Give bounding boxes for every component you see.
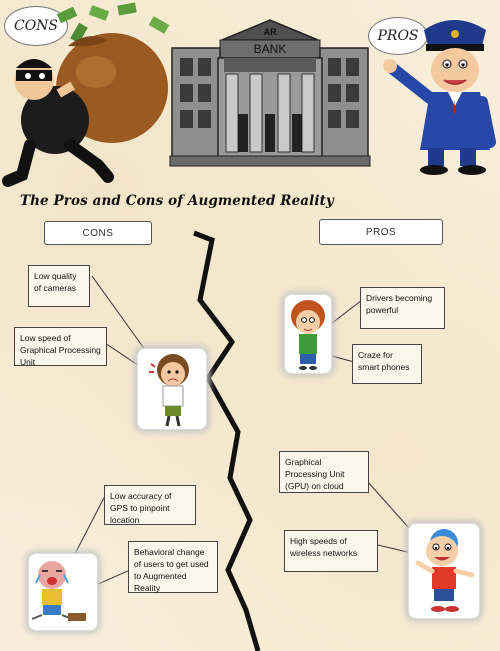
cons-header-label: CONS xyxy=(82,227,114,239)
bank-sign: BANK xyxy=(253,42,287,56)
redhead-kid-illustration xyxy=(291,300,325,370)
pros-note-wireless: High speeds of wireless networks xyxy=(284,530,378,572)
happy-kid-illustration xyxy=(415,529,475,612)
cons-note-behavior: Behavioral change of users to get used t… xyxy=(128,541,218,593)
pros-speech-bubble: PROS xyxy=(368,17,428,55)
pros-note-smartphones: Craze for smart phones xyxy=(352,344,422,384)
bank-building-illustration xyxy=(169,19,371,167)
cons-header: CONS xyxy=(44,221,152,245)
cons-speech-label: CONS xyxy=(13,18,59,34)
bank-top-label: AR xyxy=(263,27,277,37)
sad-kid-illustration xyxy=(149,354,189,427)
cons-speech-bubble: CONS xyxy=(4,6,68,46)
happy-kid-photo xyxy=(408,523,480,619)
crying-kid-photo xyxy=(28,553,98,631)
pros-note-gpu-cloud: Graphical Processing Unit (GPU) on cloud xyxy=(279,451,369,493)
cons-note-gpu-speed: Low speed of Graphical Processing Unit xyxy=(14,327,107,367)
crying-kid-illustration xyxy=(31,561,86,621)
page-title: The Pros and Cons of Augmented Reality xyxy=(20,193,334,209)
pros-note-drivers: Drivers becoming powerful xyxy=(360,287,445,329)
cons-note-gps: Low accuracy of GPS to pinpoint location xyxy=(104,485,196,525)
redhead-kid-photo xyxy=(284,294,332,374)
pros-header: PROS xyxy=(319,219,443,245)
thief-illustration xyxy=(2,2,170,187)
policeman-illustration xyxy=(383,20,496,175)
pros-speech-label: PROS xyxy=(377,28,419,44)
cons-note-camera: Low quality of cameras xyxy=(28,265,90,307)
sad-kid-photo xyxy=(137,348,207,430)
pros-header-label: PROS xyxy=(365,226,397,238)
